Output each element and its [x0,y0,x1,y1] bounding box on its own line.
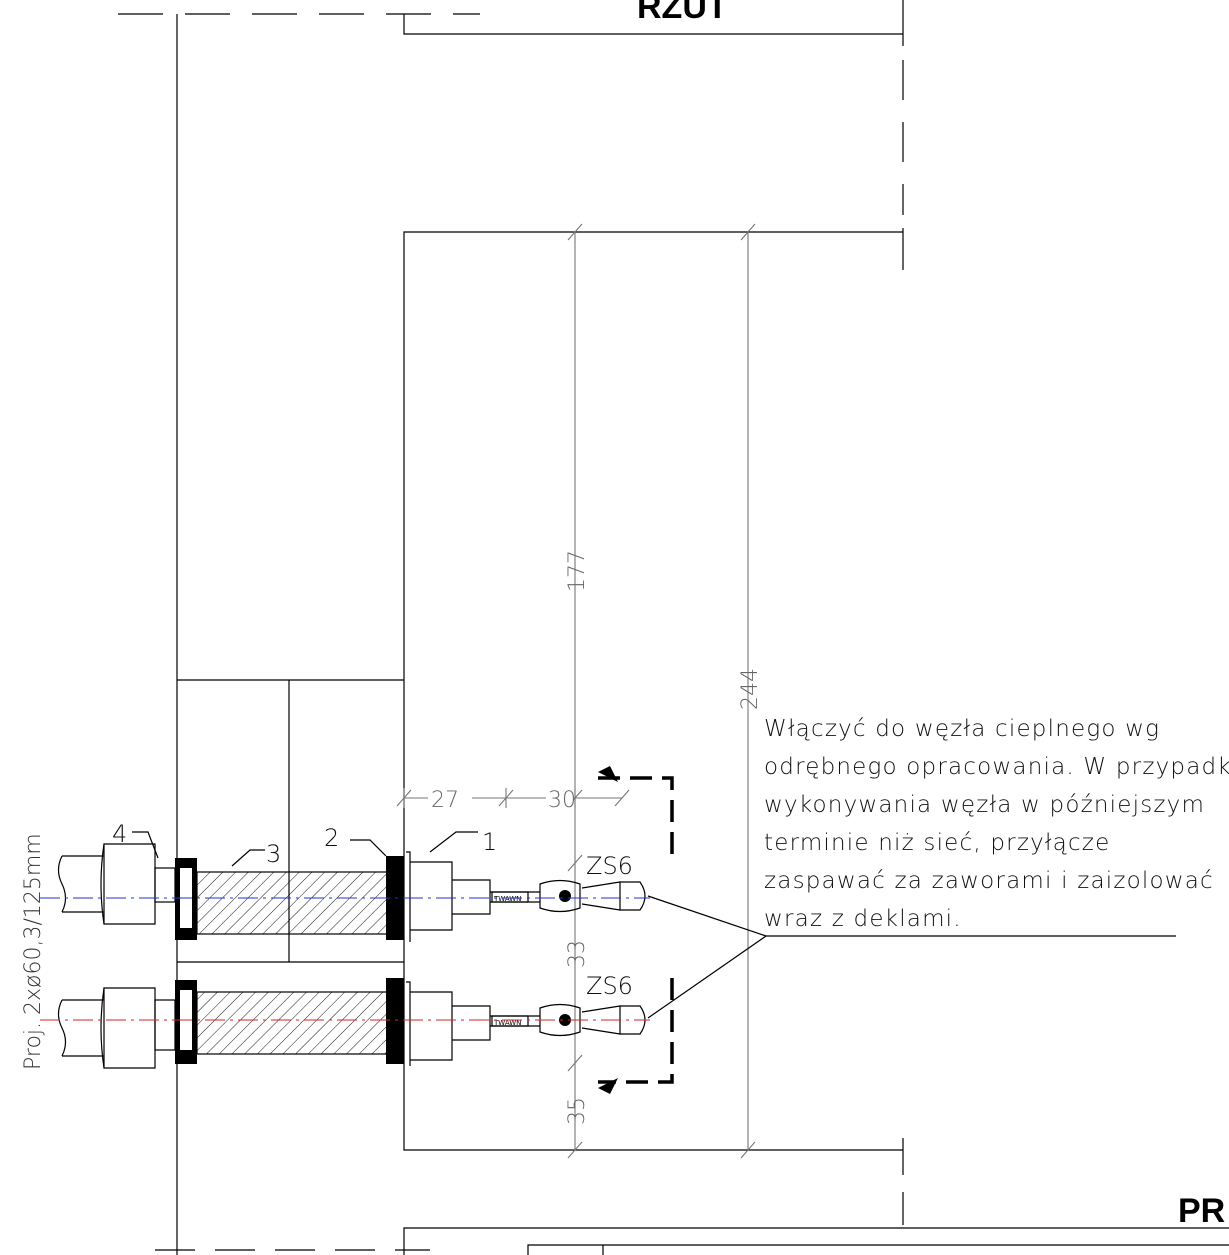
note-leader [647,895,1176,1019]
title-pr: PR [1178,1192,1225,1230]
note-line-2: odrębnego opracowania. W przypadku [764,754,1229,780]
pipe-tag-lower: TWAWN [493,1019,521,1027]
pipe-lower: TWAWN [40,978,650,1069]
item-label-3: 3 [266,840,281,868]
pipe-spec-label: Proj. 2xø60,3/125mm [21,833,46,1070]
building-outline-top [403,0,904,270]
section-marker-top [598,766,674,860]
section-marker-bottom [598,978,674,1094]
note-line-1: Włączyć do węzła cieplnego wg [764,716,1160,742]
note-block: Włączyć do węzła cieplnego wg odrębnego … [764,716,1229,932]
chamber-outline [403,231,904,1225]
dim-30-label: 30 [548,788,576,813]
valve-label-upper: ZS6 [586,852,633,880]
title-rzut: RZUT [637,0,728,26]
dimension-177: 177 33 35 [565,223,590,1159]
dim-177-label: 177 [565,550,590,592]
item-label-2: 2 [324,824,339,852]
dim-35-label: 35 [565,1097,590,1125]
dim-33-label: 33 [565,940,590,968]
dim-27-label: 27 [431,788,459,813]
valve-label-lower: ZS6 [586,972,633,1000]
item-leaders [132,831,478,867]
dim-244-label: 244 [738,668,763,710]
building-outline-bottom [155,1227,1229,1255]
note-line-6: wraz z deklami. [764,906,962,932]
dimension-27-30: 27 30 [396,786,630,813]
note-line-3: wykonywania węzła w późniejszym [764,792,1205,818]
note-line-5: zaspawać za zaworami i zaizolować [764,868,1214,894]
dimension-244: 244 [738,223,763,1159]
pipe-upper: TWAWN [40,843,650,942]
item-label-4: 4 [112,820,127,848]
note-line-4: terminie niż sieć, przyłącze [764,830,1110,856]
item-label-1: 1 [482,828,497,856]
pipe-tag-upper: TWAWN [493,895,521,903]
